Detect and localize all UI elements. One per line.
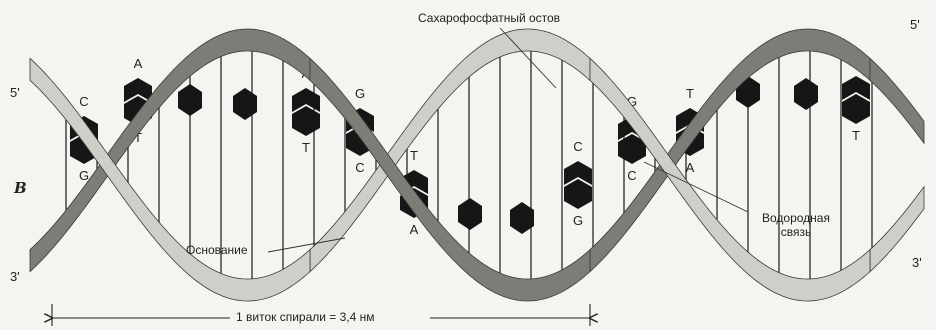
base-label: Основание [186, 244, 248, 256]
hydrogen-bond-label: Водородная связь [762, 212, 830, 240]
strand-layer [30, 29, 924, 301]
strand-dark-segment [870, 58, 924, 143]
base-letter-top: T [410, 148, 418, 163]
backbone-label: Сахарофосфатный остов [418, 12, 560, 24]
base-letter-bottom: C [627, 168, 636, 183]
base-block-bottom [842, 94, 870, 124]
base-letter-bottom: C [355, 160, 364, 175]
base-letter-top: G [355, 86, 365, 101]
base-letter-bottom: G [573, 213, 583, 228]
hydrogen-bond-label-line2: связь [762, 226, 830, 240]
base-letter-bottom: T [302, 140, 310, 155]
base-block-bottom [564, 179, 592, 209]
base-letter-bottom: T [852, 128, 860, 143]
base-letter-top: T [686, 86, 694, 101]
end-label-bottom-right: 3' [912, 256, 922, 269]
base-block-small [458, 198, 482, 230]
base-letter-bottom: A [686, 160, 695, 175]
base-letter-bottom: A [410, 222, 419, 237]
base-block-small [233, 88, 257, 120]
base-block-bottom [292, 106, 320, 136]
base-letter-top: A [134, 56, 143, 71]
base-letter-top: C [79, 94, 88, 109]
base-pair: CG [564, 139, 592, 228]
end-label-top-left: 5' [10, 86, 20, 99]
hydrogen-bond-label-line1: Водородная [762, 212, 830, 226]
turn-length-label: 1 виток спирали = 3,4 нм [236, 311, 375, 323]
base-letter-bottom: G [79, 168, 89, 183]
end-label-top-right: 5' [910, 18, 920, 31]
base-block-small [794, 78, 818, 110]
end-label-bottom-left: 3' [10, 270, 20, 283]
figure-letter: В [14, 181, 27, 196]
base-letter-top: C [573, 139, 582, 154]
base-block-small [178, 84, 202, 116]
